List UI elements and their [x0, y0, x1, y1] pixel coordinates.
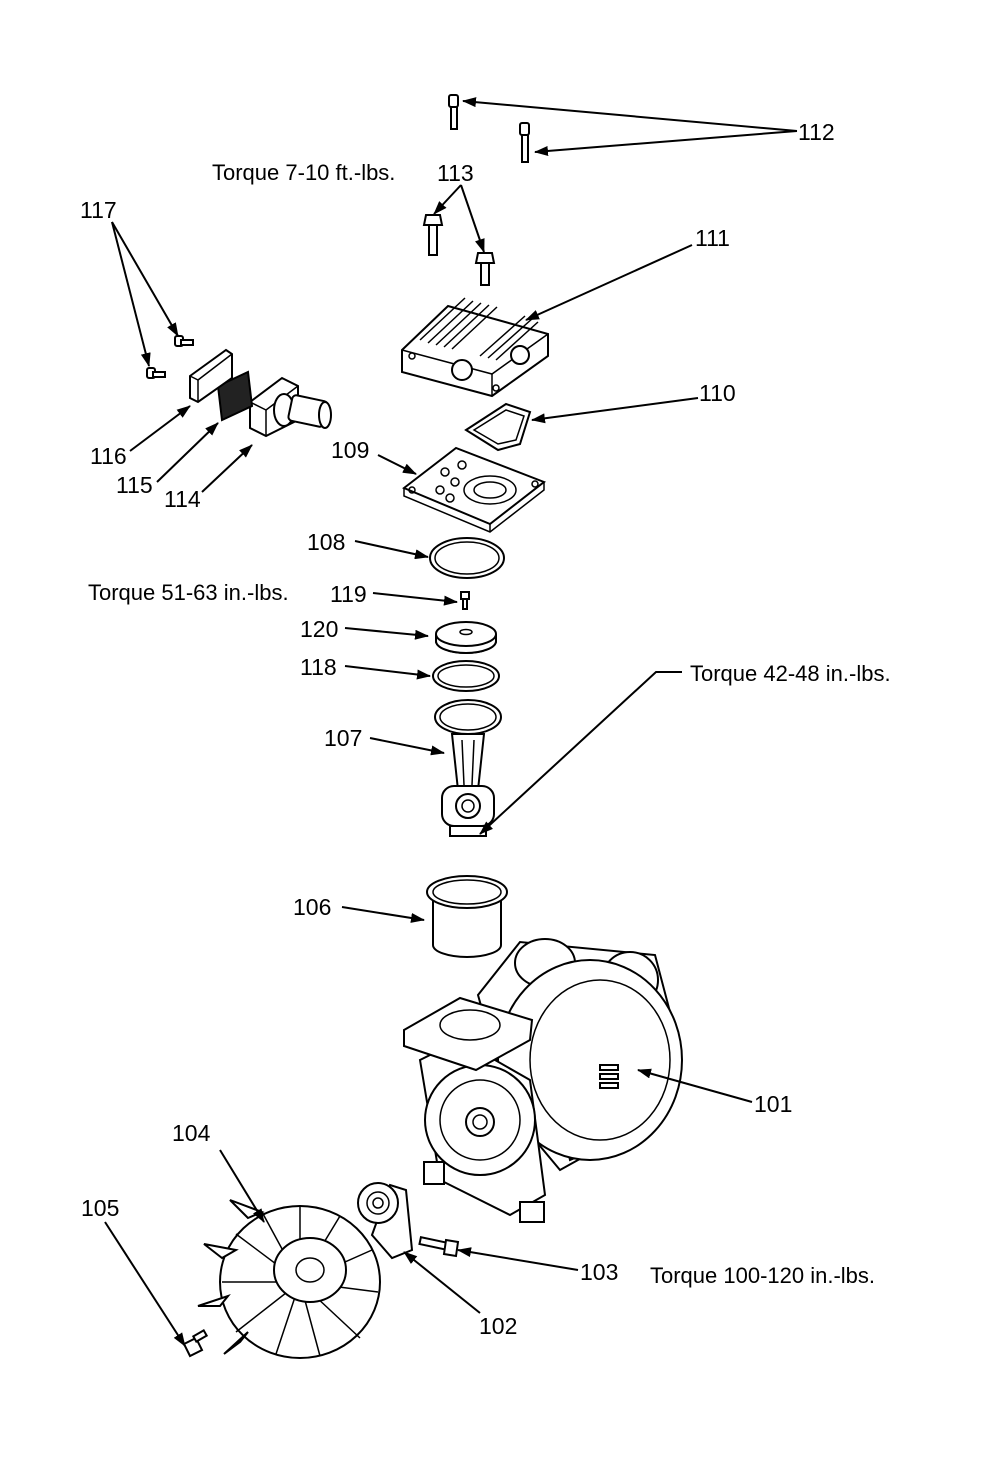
screw-119 — [460, 591, 470, 610]
label-106: 106 — [293, 894, 332, 920]
label-107: 107 — [324, 725, 363, 751]
bolt-112-a — [448, 94, 459, 130]
label-110: 110 — [699, 380, 736, 406]
label-104: 104 — [172, 1120, 211, 1146]
motor-crankcase-101 — [403, 938, 683, 1223]
torque-note-connecting-rod: Torque 42-48 in.-lbs. — [690, 661, 891, 686]
label-101: 101 — [754, 1091, 793, 1117]
label-109: 109 — [331, 437, 370, 463]
bolt-113-a — [422, 214, 444, 256]
cylinder-head-111 — [401, 297, 549, 398]
fan-104 — [197, 1199, 381, 1359]
label-120: 120 — [300, 616, 339, 642]
label-114: 114 — [164, 486, 201, 512]
ring-118 — [432, 660, 500, 692]
intake-114 — [249, 376, 332, 438]
label-113: 113 — [437, 160, 474, 186]
torque-note-head-bolts: Torque 7-10 ft.-lbs. — [212, 160, 396, 185]
cover-116 — [189, 348, 233, 404]
label-112: 112 — [798, 119, 835, 145]
label-102: 102 — [479, 1313, 518, 1339]
label-117: 117 — [80, 197, 117, 223]
label-105: 105 — [81, 1195, 120, 1221]
label-108: 108 — [307, 529, 346, 555]
bolt-113-b — [474, 252, 496, 286]
retainer-120 — [435, 621, 497, 654]
label-118: 118 — [300, 654, 337, 680]
label-111: 111 — [695, 225, 730, 251]
leader-lines — [104, 97, 798, 1347]
torque-note-eccentric-bolt: Torque 100-120 in.-lbs. — [650, 1263, 876, 1288]
torque-note-valve-plate-screw: Torque 51-63 in.-lbs. — [88, 580, 289, 605]
screw-117-b — [174, 335, 194, 347]
label-119: 119 — [330, 581, 367, 607]
eccentric-102 — [357, 1182, 414, 1260]
label-115: 115 — [116, 472, 153, 498]
o-ring-108 — [429, 537, 505, 579]
gasket-110 — [464, 402, 532, 452]
label-103: 103 — [580, 1259, 619, 1285]
screw-105 — [182, 1329, 209, 1358]
valve-plate-109 — [402, 446, 547, 533]
filter-115 — [216, 370, 254, 422]
label-116: 116 — [90, 443, 127, 469]
bolt-103 — [418, 1235, 460, 1258]
connecting-rod-107 — [434, 699, 502, 837]
bolt-112-b — [519, 122, 530, 163]
cylinder-sleeve-106 — [426, 875, 508, 958]
screw-117-a — [146, 367, 166, 379]
